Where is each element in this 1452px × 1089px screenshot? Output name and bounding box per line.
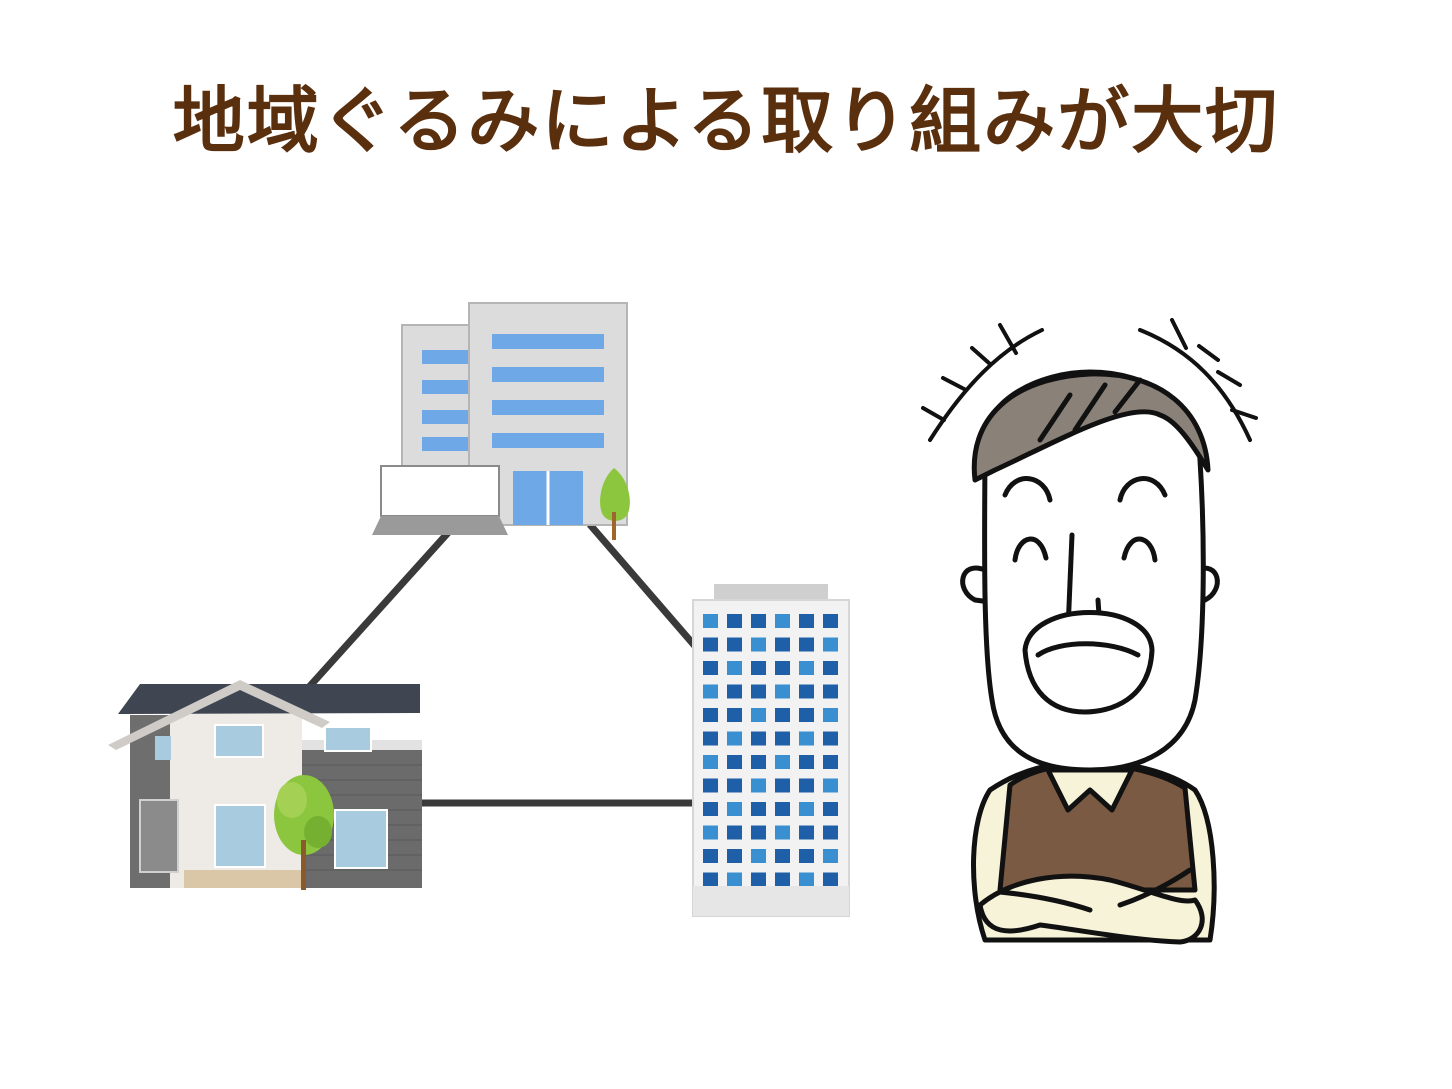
tower-window — [775, 614, 790, 628]
tower-window — [751, 684, 766, 699]
tower-window — [799, 708, 814, 722]
tower-window — [823, 684, 838, 699]
page-title: 地域ぐるみによる取り組みが大切 — [172, 79, 1280, 163]
connector-lines — [295, 522, 699, 807]
tower-window — [775, 731, 790, 746]
tower-window — [751, 708, 766, 722]
tower-window — [703, 708, 718, 722]
tower-window — [775, 872, 790, 887]
tower-window — [727, 825, 742, 840]
tower-window — [703, 825, 718, 840]
tower-window — [751, 849, 766, 863]
tower-window — [799, 872, 814, 887]
tower-window — [775, 637, 790, 652]
tower-window — [775, 661, 790, 675]
tower-window — [799, 684, 814, 699]
tower-window — [703, 755, 718, 769]
house-icon — [108, 680, 422, 890]
tower-window — [775, 684, 790, 699]
tower-window — [799, 802, 814, 816]
tower-window — [823, 825, 838, 840]
tower-window — [823, 708, 838, 722]
smiling-elderly-man-illustration — [921, 318, 1258, 945]
tower-window — [823, 637, 838, 652]
tower-window — [703, 614, 718, 628]
tower-window — [775, 755, 790, 769]
tower-window — [703, 731, 718, 746]
tower-window — [799, 637, 814, 652]
tower-window — [751, 614, 766, 628]
tower-window — [703, 849, 718, 863]
tower-window — [727, 614, 742, 628]
tower-window — [727, 637, 742, 652]
tower-window — [727, 872, 742, 887]
tower-window — [799, 661, 814, 675]
tower-window — [703, 661, 718, 675]
tower-window — [751, 778, 766, 793]
line-office-to-tower — [587, 522, 699, 650]
tower-window — [799, 614, 814, 628]
tower-window — [751, 872, 766, 887]
line-office-to-house — [295, 530, 451, 702]
tower-window — [727, 778, 742, 793]
tower-window — [751, 825, 766, 840]
tower-window — [703, 872, 718, 887]
tower-window — [727, 802, 742, 816]
tower-window — [799, 825, 814, 840]
tower-window — [727, 849, 742, 863]
tower-window — [799, 731, 814, 746]
tower-window — [703, 684, 718, 699]
tower-window — [727, 708, 742, 722]
sparkle-marks — [921, 318, 1258, 442]
tower-window — [727, 755, 742, 769]
tower-window — [823, 872, 838, 887]
tower-window — [751, 637, 766, 652]
tower-windows — [703, 614, 838, 887]
tower-window — [823, 849, 838, 863]
office-building-icon — [372, 302, 630, 540]
tower-window — [703, 637, 718, 652]
tower-window — [823, 802, 838, 816]
tower-window — [727, 731, 742, 746]
tower-window — [751, 731, 766, 746]
tower-window — [823, 614, 838, 628]
tower-window — [775, 708, 790, 722]
tower-window — [703, 778, 718, 793]
tower-window — [751, 755, 766, 769]
tower-window — [823, 731, 838, 746]
tower-window — [703, 802, 718, 816]
tower-window — [727, 684, 742, 699]
tower-window — [823, 755, 838, 769]
tower-window — [727, 661, 742, 675]
high-rise-building-icon — [692, 584, 850, 917]
tower-window — [823, 661, 838, 675]
tower-window — [799, 778, 814, 793]
tower-window — [775, 802, 790, 816]
tower-window — [799, 755, 814, 769]
tower-window — [823, 778, 838, 793]
tower-window — [775, 825, 790, 840]
tower-window — [775, 778, 790, 793]
tower-window — [751, 802, 766, 816]
tower-window — [775, 849, 790, 863]
tower-window — [751, 661, 766, 675]
tower-window — [799, 849, 814, 863]
